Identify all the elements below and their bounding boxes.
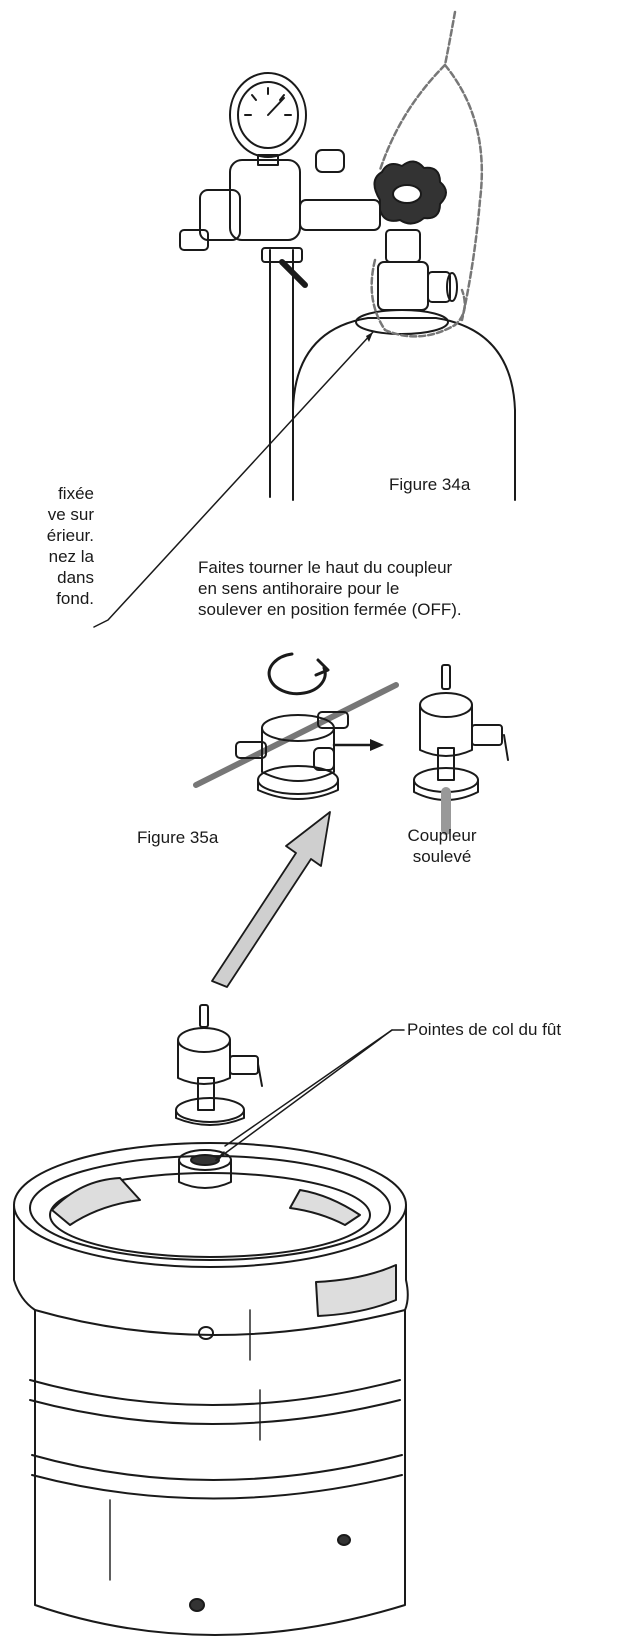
pressure-gauge-icon	[230, 73, 306, 165]
figure-35a-label: Figure 35a	[137, 827, 218, 848]
hose-rod	[196, 685, 396, 785]
instruction-label: Faites tourner le haut du coupleur en se…	[198, 557, 618, 620]
regulator-body	[180, 150, 380, 250]
beer-keg	[14, 1143, 408, 1635]
keg-neck-points-label: Pointes de col du fût	[407, 1019, 635, 1040]
up-arrow-icon	[212, 812, 330, 987]
chain-note-label: fixée ve sur érieur. nez la dans fond.	[0, 483, 94, 609]
rotate-counterclockwise-icon	[269, 654, 328, 694]
coupler-raised-label: Coupleur soulevé	[400, 825, 484, 867]
co2-cylinder	[293, 310, 515, 500]
coupler-small	[176, 1005, 262, 1125]
cylinder-valve	[378, 230, 457, 310]
figure-34a-label: Figure 34a	[389, 474, 470, 495]
valve-handwheel-icon	[374, 161, 446, 223]
coupler-raised	[414, 665, 508, 830]
leader-line-neck	[216, 1030, 404, 1160]
right-arrow-icon	[334, 739, 384, 751]
